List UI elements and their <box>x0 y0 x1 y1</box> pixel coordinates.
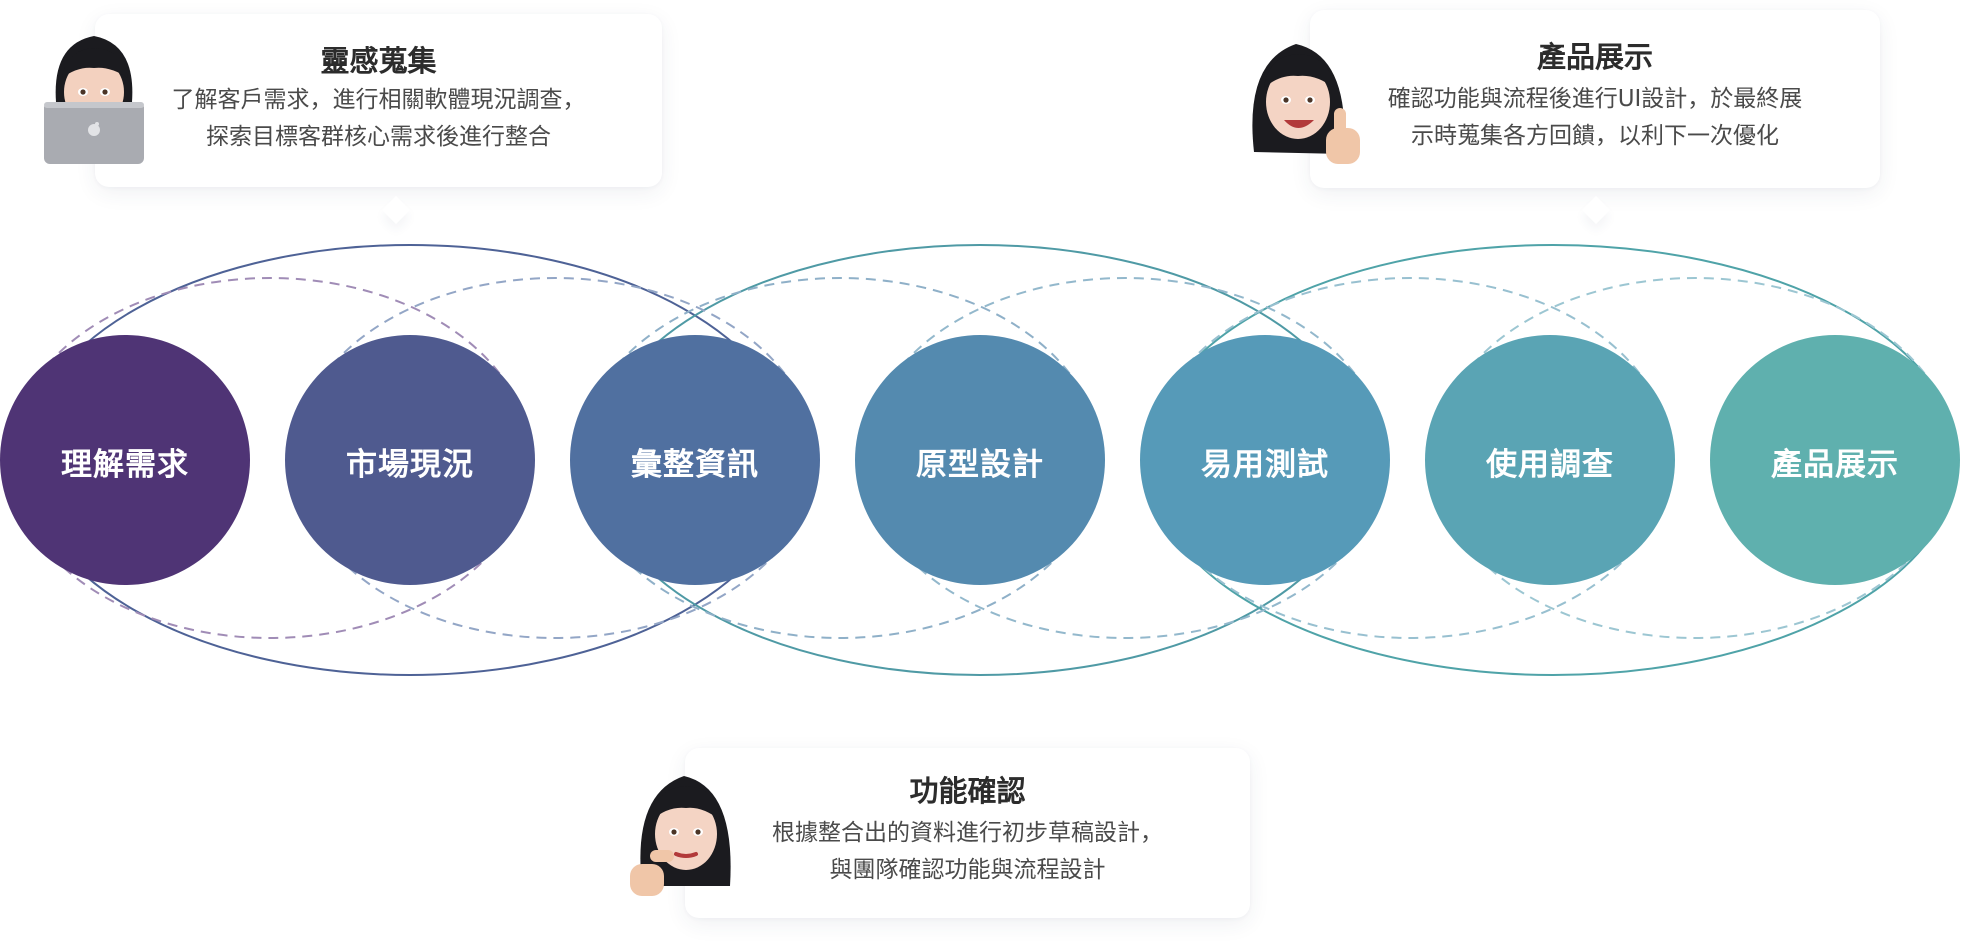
step-label: 易用測試 <box>1201 447 1329 483</box>
step-label: 產品展示 <box>1771 447 1899 483</box>
step-circle <box>1140 335 1390 585</box>
step-label: 原型設計 <box>916 447 1044 483</box>
card-description-line: 確認功能與流程後進行UI設計，於最終展 <box>1387 86 1803 112</box>
step-label: 彙整資訊 <box>631 447 759 483</box>
memoji-thinking-icon <box>630 776 731 896</box>
card-description-line: 了解客戶需求，進行相關軟體現況調查， <box>171 87 586 113</box>
step-label: 理解需求 <box>61 447 189 483</box>
memoji-thumbs-up-icon <box>1252 44 1360 164</box>
step-circle <box>0 335 250 585</box>
card-title: 靈感蒐集 <box>320 44 437 78</box>
card-description: 根據整合出的資料進行初步草稿設計， 與團隊確認功能與流程設計 <box>685 815 1250 889</box>
step-label: 使用調查 <box>1486 447 1614 483</box>
card-description: 了解客戶需求，進行相關軟體現況調查， 探索目標客群核心需求後進行整合 <box>95 82 662 156</box>
card-description-line: 探索目標客群核心需求後進行整合 <box>206 124 551 150</box>
card-title: 產品展示 <box>1536 40 1653 74</box>
step-circle <box>285 335 535 585</box>
card-feature-check: 功能確認 根據整合出的資料進行初步草稿設計， 與團隊確認功能與流程設計 <box>685 748 1250 918</box>
card-description-line: 根據整合出的資料進行初步草稿設計， <box>772 820 1163 846</box>
step-circle <box>1425 335 1675 585</box>
card-description-line: 與團隊確認功能與流程設計 <box>829 857 1106 883</box>
step-label: 市場現況 <box>346 447 474 483</box>
step-circle <box>1710 335 1960 585</box>
card-inspiration: 靈感蒐集 了解客戶需求，進行相關軟體現況調查， 探索目標客群核心需求後進行整合 <box>95 14 662 187</box>
card-description: 確認功能與流程後進行UI設計，於最終展 示時蒐集各方回饋，以利下一次優化 <box>1310 81 1880 155</box>
card-description-line: 示時蒐集各方回饋，以利下一次優化 <box>1411 123 1779 149</box>
memoji-laptop-icon <box>44 36 144 164</box>
card-showcase: 產品展示 確認功能與流程後進行UI設計，於最終展 示時蒐集各方回饋，以利下一次優… <box>1310 10 1880 188</box>
step-circle <box>570 335 820 585</box>
card-title: 功能確認 <box>909 774 1026 808</box>
step-circle <box>855 335 1105 585</box>
